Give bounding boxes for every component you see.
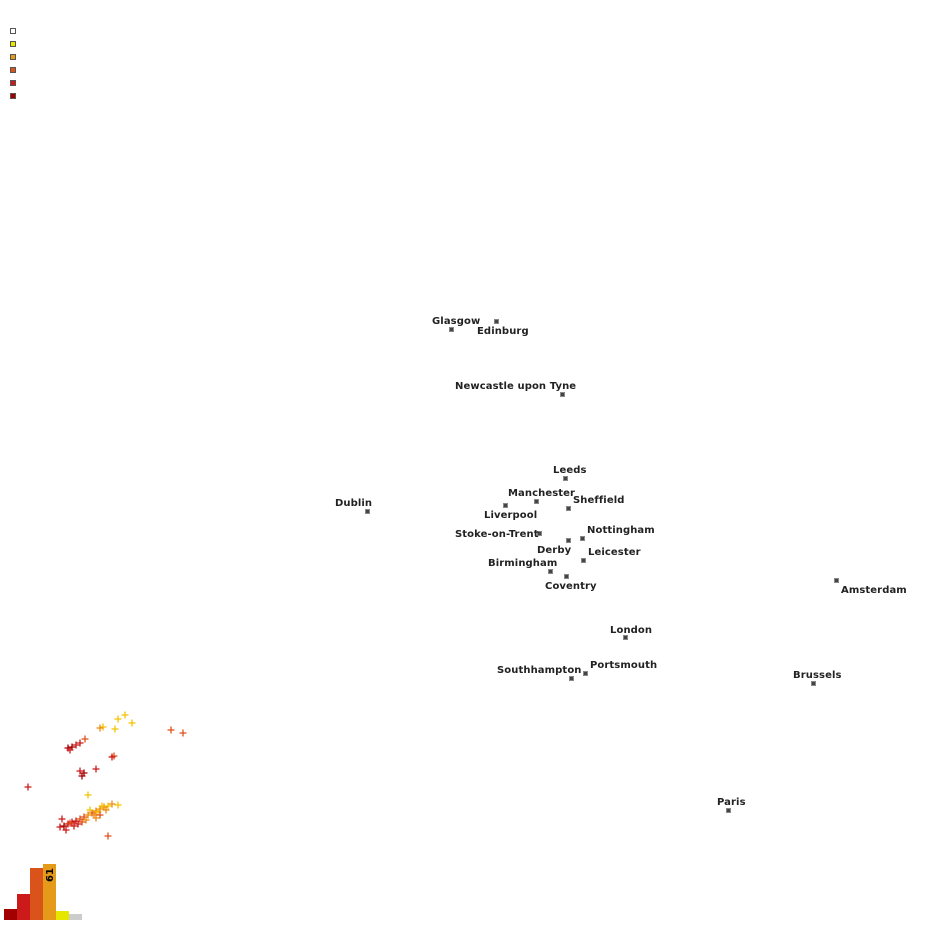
city-label-london[interactable]: London [610,625,653,636]
event-marker [99,723,107,731]
city-label-edinburg[interactable]: Edinburg [477,326,529,337]
city-marker-dublin[interactable] [365,509,370,514]
event-marker [70,822,78,830]
event-marker [111,725,119,733]
event-marker [96,724,104,732]
city-label-birmingham[interactable]: Birmingham [488,558,558,569]
city-label-nottingham[interactable]: Nottingham [587,525,655,536]
city-label-leicester[interactable]: Leicester [588,547,641,558]
event-marker [104,802,112,810]
city-label-manchester[interactable]: Manchester [508,488,576,499]
event-marker [104,832,112,840]
event-marker [108,800,116,808]
event-marker [114,801,122,809]
event-marker [98,802,106,810]
event-marker [92,765,100,773]
event-marker [114,715,122,723]
city-label-glasgow[interactable]: Glasgow [432,316,481,327]
city-marker-brussels[interactable] [811,681,816,686]
event-marker [66,746,74,754]
city-label-amsterdam[interactable]: Amsterdam [841,585,907,596]
event-marker [179,729,187,737]
legend-swatch-yellow [10,41,16,47]
city-label-coventry[interactable]: Coventry [545,581,597,592]
event-marker [58,815,66,823]
histogram-value-label: 61 [45,868,56,882]
city-marker-liverpool[interactable] [503,503,508,508]
legend-swatch-darkred [10,93,16,99]
event-marker [81,735,89,743]
histogram-bar [17,894,30,920]
city-marker-glasgow[interactable] [449,327,454,332]
event-marker [76,767,84,775]
city-label-liverpool[interactable]: Liverpool [484,510,538,521]
event-marker [108,753,116,761]
city-marker-sheffield[interactable] [566,506,571,511]
city-marker-southhampton[interactable] [569,676,574,681]
event-marker [78,818,86,826]
city-label-southhampton[interactable]: Southhampton [497,665,582,676]
histogram-bar [30,868,43,920]
histogram [4,864,82,920]
city-label-newcastle[interactable]: Newcastle upon Tyne [455,381,577,392]
city-label-stoke[interactable]: Stoke-on-Trent [455,529,539,540]
event-marker [121,711,129,719]
city-marker-nottingham[interactable] [580,536,585,541]
event-marker [128,719,136,727]
city-label-leeds[interactable]: Leeds [553,465,587,476]
city-marker-newcastle[interactable] [560,392,565,397]
city-marker-london[interactable] [623,635,628,640]
city-label-brussels[interactable]: Brussels [793,670,842,681]
city-marker-paris[interactable] [726,808,731,813]
city-label-dublin[interactable]: Dublin [335,498,373,509]
city-marker-edinburg[interactable] [494,319,499,324]
event-markers-layer [24,711,187,840]
event-marker [72,741,80,749]
event-marker [84,791,92,799]
histogram-bar [69,914,82,920]
event-marker [167,726,175,734]
city-marker-leicester[interactable] [581,558,586,563]
event-marker [84,811,92,819]
histogram-bar [43,864,56,920]
city-marker-stoke[interactable] [537,531,542,536]
city-marker-manchester[interactable] [534,499,539,504]
legend-swatch-darkorange [10,67,16,73]
event-marker [24,783,32,791]
event-marker [56,823,64,831]
legend-swatch-orange [10,54,16,60]
event-marker [60,822,68,830]
city-label-derby[interactable]: Derby [537,545,572,556]
event-marker [92,814,100,822]
city-marker-derby[interactable] [566,538,571,543]
event-marker [66,819,74,827]
legend-swatch-white [10,28,16,34]
event-marker [96,811,104,819]
city-marker-birmingham[interactable] [548,569,553,574]
legend-swatch-red [10,80,16,86]
city-marker-coventry[interactable] [564,574,569,579]
city-label-sheffield[interactable]: Sheffield [573,495,625,506]
event-marker [102,806,110,814]
city-marker-leeds[interactable] [563,476,568,481]
city-label-paris[interactable]: Paris [717,797,746,808]
event-marker [82,816,90,824]
event-marker [76,739,84,747]
event-marker [62,826,70,834]
histogram-bar [56,911,69,920]
histogram-bar [4,909,17,920]
event-marker [86,806,94,814]
event-marker [78,772,86,780]
city-label-portsmouth[interactable]: Portsmouth [590,660,658,671]
city-marker-amsterdam[interactable] [834,578,839,583]
city-marker-portsmouth[interactable] [583,671,588,676]
event-marker [74,820,82,828]
